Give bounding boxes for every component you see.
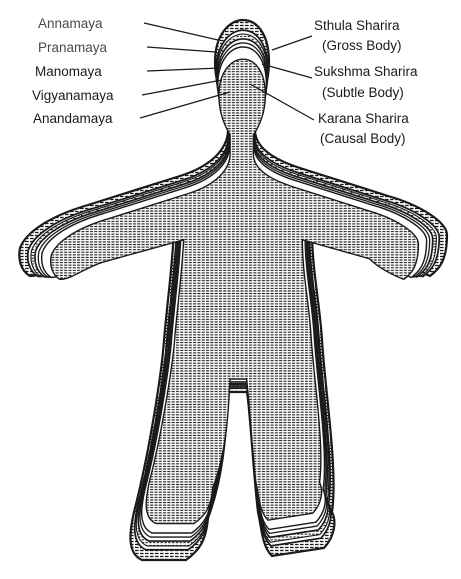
right-labels: Sthula Sharira (Gross Body) Sukshma Shar… bbox=[314, 18, 418, 146]
leader-manomaya bbox=[147, 68, 220, 71]
anandamaya-core bbox=[51, 59, 419, 523]
label-sthula-line1: Sthula Sharira bbox=[314, 18, 400, 33]
label-pranamaya: Pranamaya bbox=[38, 40, 108, 55]
label-manomaya: Manomaya bbox=[35, 64, 102, 79]
label-vigyanamaya: Vigyanamaya bbox=[32, 88, 114, 103]
leader-anandamaya bbox=[140, 92, 230, 118]
leader-sthula bbox=[272, 36, 312, 50]
label-sthula-line2: (Gross Body) bbox=[322, 38, 402, 53]
leader-vigyanamaya bbox=[142, 80, 222, 95]
label-sukshma-line1: Sukshma Sharira bbox=[314, 64, 418, 79]
leader-annamaya bbox=[144, 23, 218, 40]
left-labels: Annamaya Pranamaya Manomaya Vigyanamaya … bbox=[32, 16, 114, 126]
leader-pranamaya bbox=[147, 47, 216, 52]
label-karana-line1: Karana Sharira bbox=[318, 111, 409, 126]
label-sukshma-line2: (Subtle Body) bbox=[322, 85, 404, 100]
label-karana-line2: (Causal Body) bbox=[320, 131, 406, 146]
label-annamaya: Annamaya bbox=[38, 16, 103, 31]
label-anandamaya: Anandamaya bbox=[33, 111, 113, 126]
